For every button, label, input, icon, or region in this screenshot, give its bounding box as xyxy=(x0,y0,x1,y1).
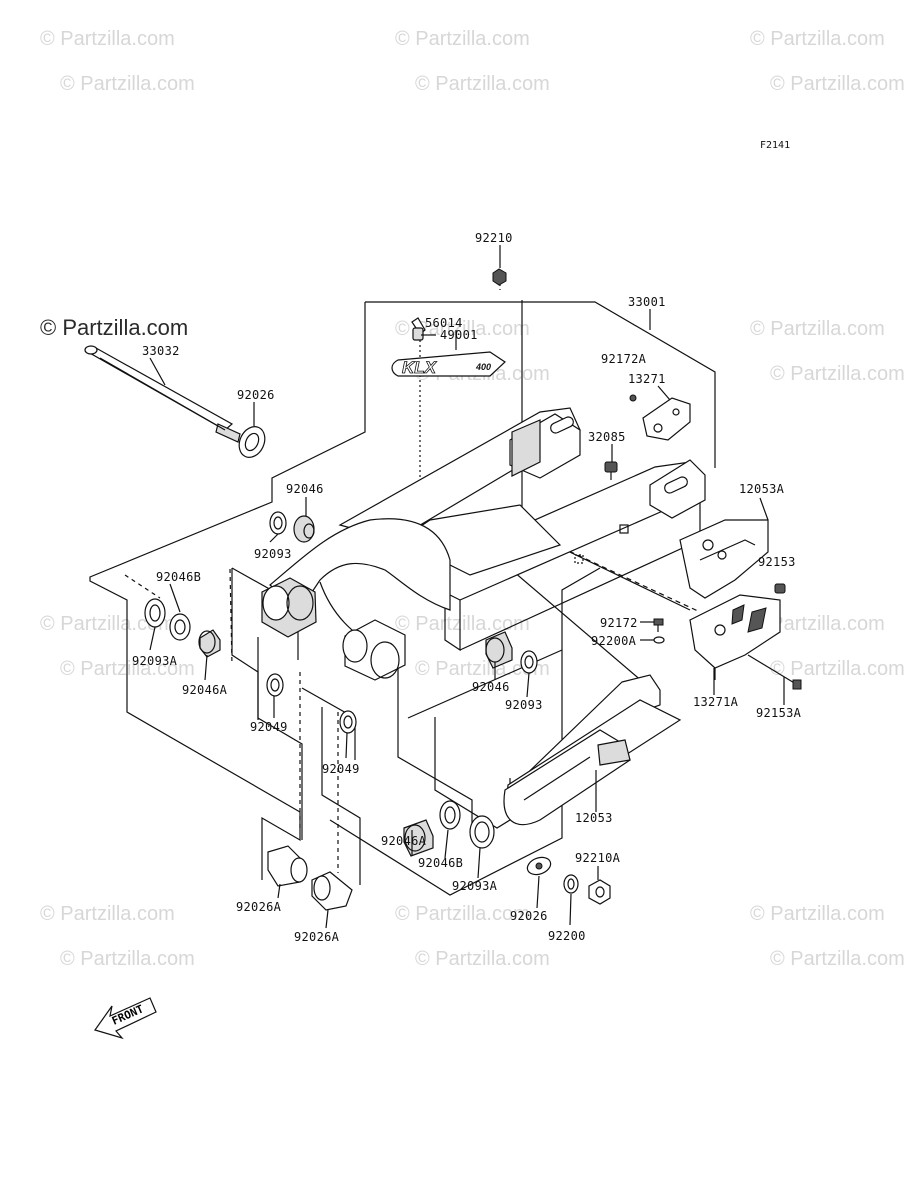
front-direction-arrow: FRONT xyxy=(94,997,157,1040)
part-label[interactable]: 92093A xyxy=(452,879,498,893)
leader-lines xyxy=(149,245,785,929)
watermark-text: © Partzilla.com xyxy=(395,28,530,50)
part-label[interactable]: 92172A xyxy=(601,352,647,366)
watermark-text: © Partzilla.com xyxy=(395,903,530,925)
part-label[interactable]: 12053A xyxy=(739,482,785,496)
part-label[interactable]: 92200A xyxy=(591,634,637,648)
collar-washer xyxy=(238,426,266,458)
part-label[interactable]: 92046B xyxy=(156,570,201,584)
klx-decal: KLX 400 xyxy=(391,351,506,377)
guide-bolts xyxy=(747,583,802,690)
watermark-text: © Partzilla.com xyxy=(40,28,175,50)
part-label[interactable]: 56014 xyxy=(425,316,463,330)
part-label[interactable]: 33032 xyxy=(142,344,180,358)
decal-suffix: 400 xyxy=(475,362,491,372)
part-label[interactable]: 32085 xyxy=(588,430,626,444)
bolt xyxy=(604,461,618,480)
watermark-text: © Partzilla.com xyxy=(770,948,905,970)
watermark-text: © Partzilla.com xyxy=(750,613,885,635)
collars xyxy=(267,845,353,911)
watermark-text: © Partzilla.com xyxy=(415,658,550,680)
part-label[interactable]: 92026 xyxy=(237,388,275,402)
part-label[interactable]: 92046 xyxy=(286,482,324,496)
watermark-text: © Partzilla.com xyxy=(770,658,905,680)
left-bearings xyxy=(144,511,315,658)
watermark-text: © Partzilla.com xyxy=(415,948,550,970)
part-label[interactable]: 92049 xyxy=(250,720,288,734)
part-label[interactable]: 92026 xyxy=(510,909,548,923)
watermark-text: © Partzilla.com xyxy=(60,73,195,95)
part-label[interactable]: 13271 xyxy=(628,372,666,386)
part-label[interactable]: 92049 xyxy=(322,762,360,776)
part-label[interactable]: 92046A xyxy=(381,834,427,848)
watermark-text: © Partzilla.com xyxy=(770,73,905,95)
watermark-text: © Partzilla.com xyxy=(395,613,530,635)
watermark-text: © Partzilla.com xyxy=(60,948,195,970)
part-label[interactable]: 49001 xyxy=(440,328,478,342)
watermark-text: © Partzilla.com xyxy=(750,318,885,340)
part-label[interactable]: 92210A xyxy=(575,851,621,865)
watermark-text: © Partzilla.com xyxy=(750,903,885,925)
part-label[interactable]: 92093A xyxy=(132,654,178,668)
slider-screw xyxy=(653,618,665,644)
watermark-text: © Partzilla.com xyxy=(415,73,550,95)
bushings xyxy=(266,673,357,734)
part-label[interactable]: 33001 xyxy=(628,295,666,309)
figure-code: F2141 xyxy=(760,140,790,151)
bottom-hardware xyxy=(526,856,611,905)
part-label[interactable]: 92026A xyxy=(236,900,282,914)
part-label[interactable]: 92026A xyxy=(294,930,340,944)
part-label[interactable]: 12053 xyxy=(575,811,613,825)
part-label[interactable]: 92153A xyxy=(756,706,802,720)
part-label[interactable]: 92200 xyxy=(548,929,586,943)
chain-guide xyxy=(679,519,781,680)
lower-bearings xyxy=(403,800,495,857)
watermark-text: © Partzilla.com xyxy=(770,363,905,385)
nut xyxy=(492,268,507,286)
watermark-text: © Partzilla.com xyxy=(750,28,885,50)
part-label[interactable]: 92093 xyxy=(505,698,543,712)
part-label[interactable]: 92210 xyxy=(475,231,513,245)
part-label[interactable]: 92172 xyxy=(600,616,638,630)
part-label[interactable]: 92046B xyxy=(418,856,463,870)
swingarm-body xyxy=(261,407,706,681)
chain-slider xyxy=(503,674,682,826)
part-label[interactable]: 92046 xyxy=(472,680,510,694)
decal-text: KLX xyxy=(402,358,438,377)
watermark-text: © Partzilla.com xyxy=(40,613,175,635)
guide-bracket xyxy=(629,394,691,441)
part-labels: 92210 33001 56014 92172A 13271 33032 920… xyxy=(132,231,802,944)
grease-fitting xyxy=(411,317,426,341)
watermark-text: © Partzilla.com xyxy=(40,903,175,925)
middle-bearings xyxy=(485,631,538,674)
part-label[interactable]: 13271A xyxy=(693,695,739,709)
part-label[interactable]: 92093 xyxy=(254,547,292,561)
part-label[interactable]: 92046A xyxy=(182,683,228,697)
watermark-strong: © Partzilla.com xyxy=(40,315,188,340)
pivot-shaft xyxy=(84,345,241,443)
part-label[interactable]: 92153 xyxy=(758,555,796,569)
